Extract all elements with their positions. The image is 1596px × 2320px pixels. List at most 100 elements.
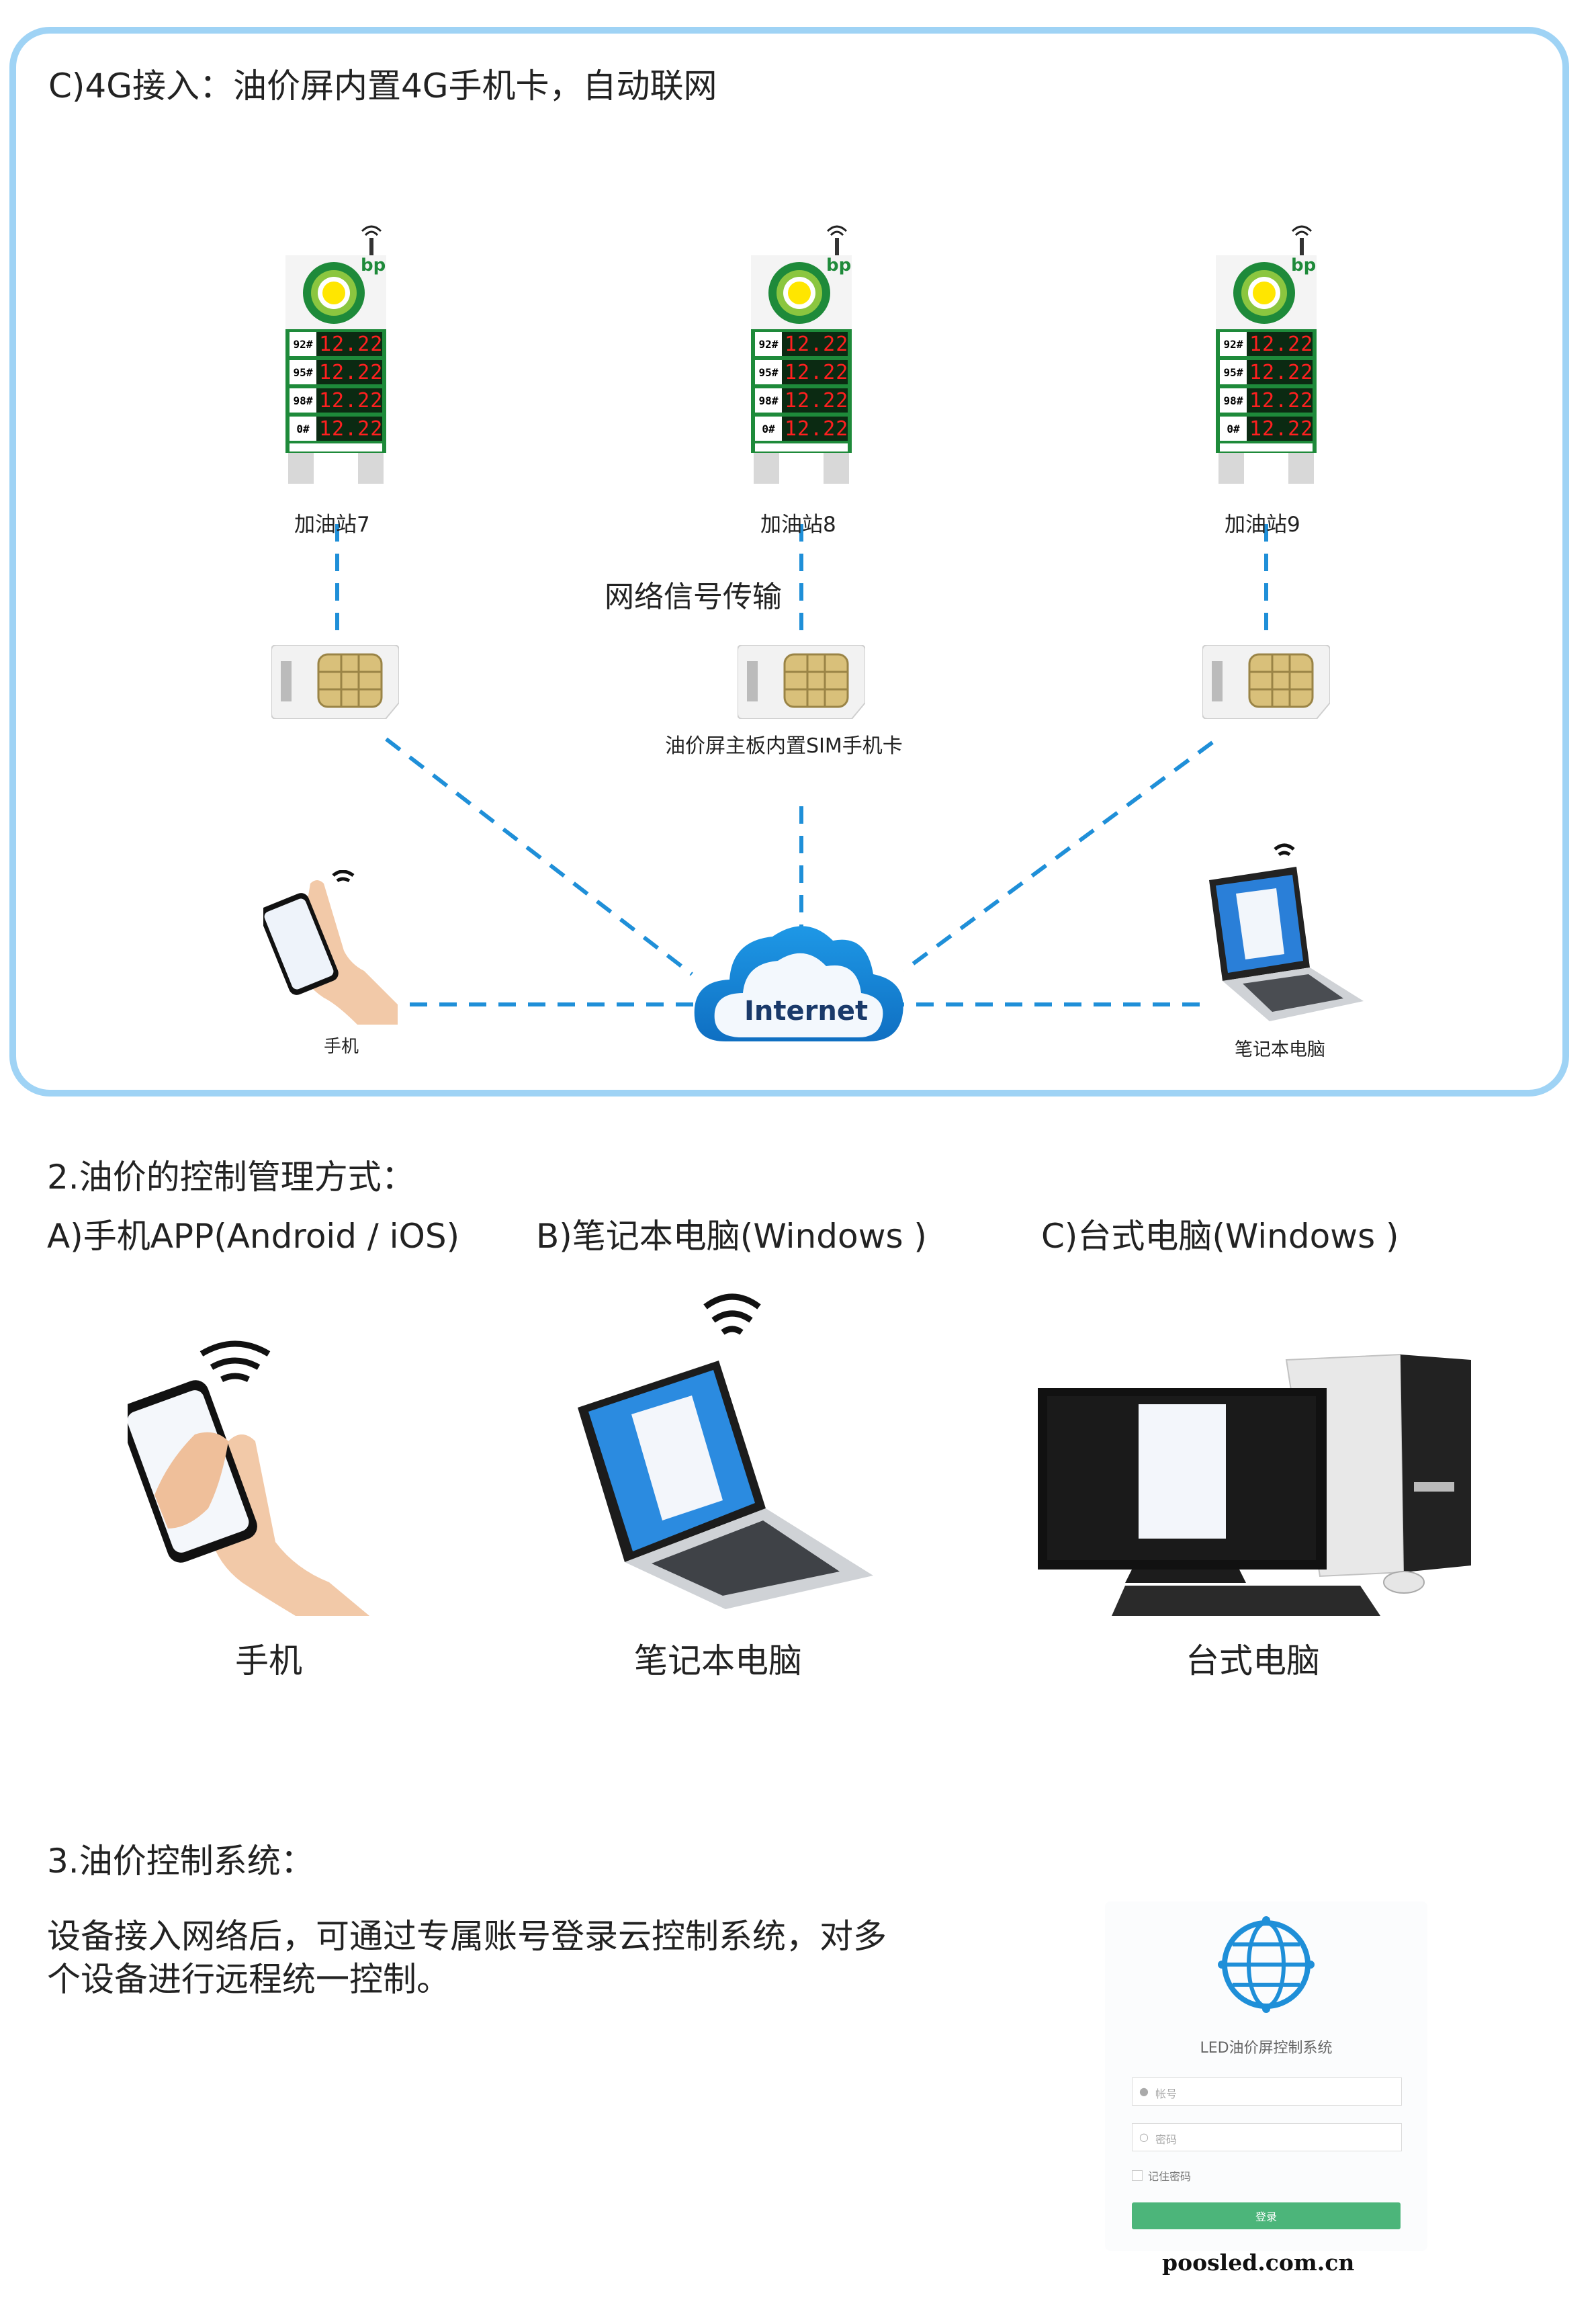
- bp-logo-area: bp: [1216, 255, 1317, 329]
- bp-helios-icon: [1233, 262, 1295, 324]
- antenna-icon: [826, 225, 848, 262]
- method-b-heading: B)笔记本电脑(Windows ): [536, 1217, 927, 1256]
- section-c-title: C)4G接入：油价屏内置4G手机卡，自动联网: [48, 67, 717, 105]
- remember-checkbox[interactable]: [1132, 2170, 1143, 2181]
- fuel-price: 12.22: [319, 360, 384, 384]
- price-row: 95#12.22: [755, 360, 848, 384]
- laptop-app-icon: [578, 1293, 873, 1609]
- fuel-price: 12.22: [319, 388, 384, 413]
- fuel-type: 95#: [290, 360, 316, 384]
- service-icons-strip: [290, 443, 382, 452]
- user-icon: ●: [1139, 2085, 1149, 2098]
- method-a-caption: 手机: [235, 1641, 302, 1680]
- password-placeholder: 密码: [1155, 2133, 1178, 2146]
- section-3-desc-line2: 个设备进行远程统一控制。: [47, 1960, 450, 1999]
- fuel-price: 12.22: [785, 417, 849, 441]
- price-row: 92#12.22: [755, 332, 848, 356]
- bp-helios-icon: [768, 262, 830, 324]
- brand-label: bp: [361, 255, 386, 275]
- service-icons-strip: [755, 443, 848, 452]
- bp-logo-area: bp: [285, 255, 386, 329]
- price-rows: 92#12.22 95#12.22 98#12.22 0#12.22: [285, 329, 386, 453]
- internet-cloud-icon: [694, 926, 903, 1041]
- price-rows: 92#12.22 95#12.22 98#12.22 0#12.22: [1216, 329, 1317, 453]
- sim-card-icon: [738, 645, 865, 719]
- phone-in-hand-icon: [263, 870, 398, 1025]
- login-panel: LED油价屏控制系统 ● 帐号 ○ 密码 记住密码 登录: [1105, 1901, 1427, 2251]
- fuel-type: 98#: [1220, 388, 1247, 413]
- brand-label: bp: [826, 255, 852, 275]
- section-3-title: 3.油价控制系统：: [47, 1842, 314, 1881]
- connection-lines: [335, 524, 1268, 1006]
- fuel-type: 92#: [1220, 332, 1247, 356]
- fuel-type: 98#: [290, 388, 316, 413]
- sign-leg: [824, 453, 849, 484]
- fuel-type: 95#: [755, 360, 782, 384]
- price-row: 95#12.22: [290, 360, 382, 384]
- fuel-price: 12.22: [319, 417, 384, 441]
- price-row: 0#12.22: [755, 417, 848, 441]
- fuel-price: 12.22: [1249, 360, 1314, 384]
- laptop-icon: [1209, 843, 1364, 1021]
- desktop-pc-icon: [1038, 1353, 1471, 1616]
- fuel-type: 0#: [290, 417, 316, 441]
- sim-card-icon: [1202, 645, 1330, 719]
- section-3-desc-line1: 设备接入网络后，可通过专属账号登录云控制系统，对多: [47, 1917, 887, 1956]
- antenna-icon: [361, 225, 382, 262]
- fuel-type: 0#: [1220, 417, 1247, 441]
- phone-app-icon: [128, 1340, 369, 1616]
- fuel-type: 95#: [1220, 360, 1247, 384]
- brand-label: bp: [1291, 255, 1317, 275]
- account-placeholder: 帐号: [1155, 2088, 1178, 2100]
- login-button[interactable]: 登录: [1132, 2202, 1401, 2229]
- method-c-caption: 台式电脑: [1186, 1641, 1320, 1680]
- method-b-caption: 笔记本电脑: [634, 1641, 802, 1680]
- service-icons-strip: [1220, 443, 1313, 452]
- section-2-title: 2.油价的控制管理方式：: [47, 1158, 415, 1197]
- antenna-icon: [1291, 225, 1313, 262]
- password-input[interactable]: ○ 密码: [1132, 2123, 1402, 2151]
- method-c-heading: C)台式电脑(Windows ): [1041, 1217, 1399, 1256]
- price-row: 0#12.22: [290, 417, 382, 441]
- laptop-label: 笔记本电脑: [1235, 1039, 1325, 1060]
- remember-label: 记住密码: [1148, 2170, 1192, 2183]
- bp-logo-area: bp: [751, 255, 852, 329]
- price-row: 98#12.22: [755, 388, 848, 413]
- price-row: 95#12.22: [1220, 360, 1313, 384]
- globe-icon: [1218, 1916, 1315, 2013]
- fuel-price: 12.22: [1249, 417, 1314, 441]
- fuel-type: 92#: [290, 332, 316, 356]
- station-9-sign: bp 92#12.22 95#12.22 98#12.22 0#12.22: [1216, 222, 1317, 484]
- fuel-price: 12.22: [319, 332, 384, 356]
- fuel-type: 98#: [755, 388, 782, 413]
- lock-icon: ○: [1139, 2131, 1149, 2143]
- fuel-price: 12.22: [785, 388, 849, 413]
- sign-leg: [288, 453, 314, 484]
- sign-leg: [358, 453, 384, 484]
- internet-label: Internet: [744, 996, 869, 1027]
- phone-label: 手机: [324, 1037, 359, 1057]
- link-sim7-cloud: [385, 737, 693, 976]
- method-a-heading: A)手机APP(Android / iOS): [47, 1217, 460, 1256]
- sim-card-label: 油价屏主板内置SIM手机卡: [665, 734, 903, 758]
- fuel-price: 12.22: [1249, 332, 1314, 356]
- bp-helios-icon: [303, 262, 365, 324]
- station-8-sign: bp 92#12.22 95#12.22 98#12.22 0#12.22: [751, 222, 852, 484]
- fuel-price: 12.22: [785, 360, 849, 384]
- fuel-price: 12.22: [1249, 388, 1314, 413]
- sign-leg: [1288, 453, 1314, 484]
- price-rows: 92#12.22 95#12.22 98#12.22 0#12.22: [751, 329, 852, 453]
- link-sim9-cloud: [902, 740, 1214, 973]
- login-system-title: LED油价屏控制系统: [1200, 2040, 1333, 2057]
- sign-leg: [754, 453, 779, 484]
- account-input[interactable]: ● 帐号: [1132, 2077, 1402, 2106]
- fuel-type: 92#: [755, 332, 782, 356]
- price-row: 0#12.22: [1220, 417, 1313, 441]
- price-row: 92#12.22: [1220, 332, 1313, 356]
- price-row: 92#12.22: [290, 332, 382, 356]
- station-7-label: 加油站7: [294, 513, 370, 537]
- station-7-sign: bp 92#12.22 95#12.22 98#12.22 0#12.22: [285, 222, 386, 484]
- website-label: poosled.com.cn: [1162, 2249, 1355, 2276]
- sign-leg: [1218, 453, 1244, 484]
- station-8-label: 加油站8: [760, 513, 836, 537]
